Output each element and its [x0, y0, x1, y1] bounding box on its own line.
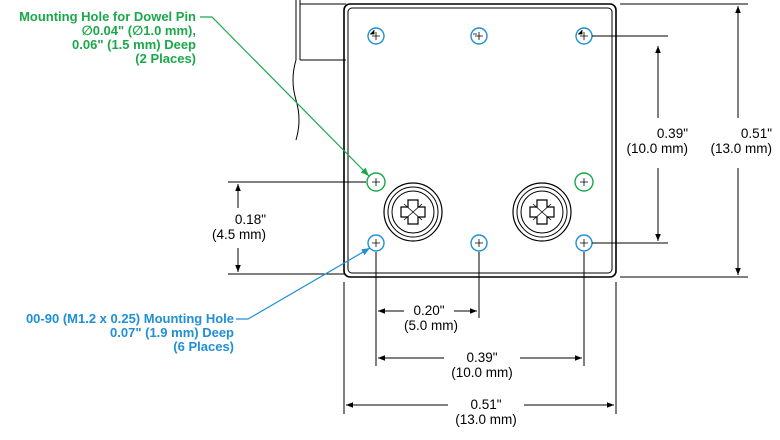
dowel-center-marks — [372, 178, 588, 186]
callout-line: 0.07" (1.9 mm) Deep — [110, 325, 234, 340]
dimension-value-mm: (13.0 mm) — [455, 412, 517, 427]
dimension-body-width: 0.51" (13.0 mm) — [448, 397, 524, 427]
dowel-leader-line — [200, 16, 370, 177]
dimension-value-mm: (10.0 mm) — [451, 365, 513, 380]
dowel-hole-callout: Mounting Hole for Dowel Pin ∅0.04" (∅1.0… — [19, 10, 196, 66]
dimension-value-inch: 0.18" — [234, 212, 266, 227]
dimension-body-height: 0.51" (13.0 mm) — [710, 126, 772, 156]
mounting-hole-callout: 00-90 (M1.2 x 0.25) Mounting Hole 0.07" … — [26, 312, 234, 354]
callout-line: Mounting Hole for Dowel Pin — [19, 9, 196, 24]
callout-line: ∅0.04" (∅1.0 mm), — [81, 23, 196, 38]
mounting-hole-leader-line — [236, 247, 371, 320]
dimension-value-mm: (4.5 mm) — [212, 227, 266, 242]
dimension-value-mm: (10.0 mm) — [626, 141, 688, 156]
cable-stub — [292, 0, 346, 141]
callout-line: 00-90 (M1.2 x 0.25) Mounting Hole — [25, 311, 234, 326]
hole-center-marks — [370, 30, 588, 247]
callout-line: 0.06" (1.5 mm) Deep — [72, 37, 196, 52]
adjuster-screw-icon — [512, 182, 572, 242]
callout-line: (2 Places) — [135, 51, 196, 66]
component-body — [343, 3, 617, 278]
callout-line: (6 Places) — [173, 339, 234, 354]
dimension-lines — [228, 3, 748, 414]
dimension-value-inch: 0.20" — [413, 303, 445, 318]
dimension-value-mm: (5.0 mm) — [404, 318, 458, 333]
dimension-hole-offset-vertical: 0.18" (4.5 mm) — [212, 212, 266, 242]
dimension-hole-offset-horizontal: 0.20" (5.0 mm) — [404, 303, 458, 333]
dimension-hole-pitch-horizontal: 0.39" (10.0 mm) — [444, 350, 520, 380]
adjuster-screw-icon — [383, 182, 443, 242]
dimension-value-inch: 0.39" — [656, 126, 688, 141]
dimension-value-inch: 0.51" — [740, 126, 772, 141]
dimension-value-inch: 0.39" — [466, 350, 498, 365]
dimension-hole-pitch-vertical: 0.39" (10.0 mm) — [626, 126, 688, 156]
dimension-value-mm: (13.0 mm) — [710, 141, 772, 156]
dimension-value-inch: 0.51" — [470, 397, 502, 412]
dowel-pin-hole — [366, 172, 594, 192]
